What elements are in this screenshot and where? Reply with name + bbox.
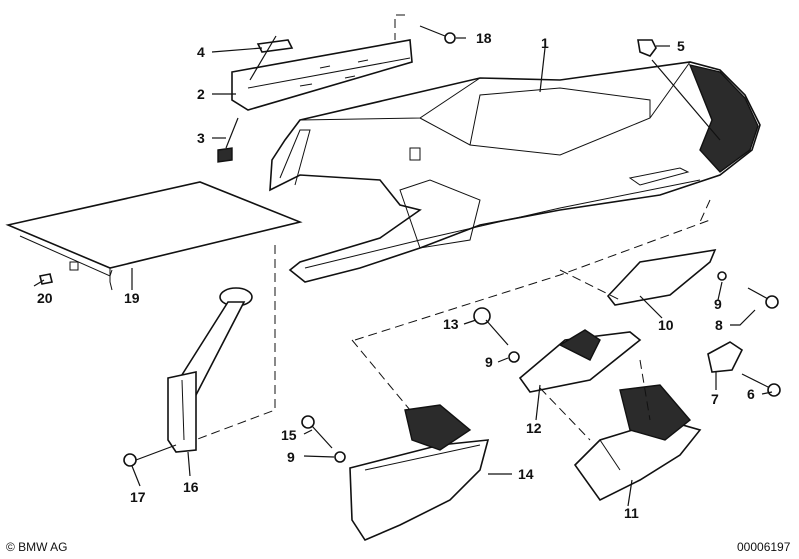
- callout-18: 18: [476, 30, 492, 46]
- stay-arm: [167, 287, 253, 453]
- striker-10: [606, 248, 717, 306]
- callout-14: 14: [518, 466, 534, 482]
- glove-box-shell: [269, 61, 761, 283]
- screw-6: [741, 373, 781, 397]
- screw-18: [419, 25, 456, 44]
- hinge: [231, 39, 413, 111]
- lock-assembly: [573, 384, 702, 502]
- callout-10: 10: [658, 317, 674, 333]
- screw-15: [301, 415, 333, 449]
- clip-20: [39, 273, 53, 285]
- washer-9-low: [334, 451, 346, 463]
- callout-7: 7: [711, 391, 719, 407]
- callout-9-a: 9: [714, 296, 722, 312]
- document-number: 00006197: [737, 540, 791, 554]
- retainer-5: [637, 39, 657, 57]
- callout-12: 12: [526, 420, 542, 436]
- callout-2: 2: [197, 86, 205, 102]
- callout-4: 4: [197, 44, 205, 60]
- callout-13: 13: [443, 316, 459, 332]
- callout-20: 20: [37, 290, 53, 306]
- callout-16: 16: [183, 479, 199, 495]
- copyright-text: © BMW AG: [6, 540, 68, 554]
- screw-3: [217, 117, 239, 163]
- washer-9-top: [717, 271, 727, 281]
- callout-11: 11: [624, 505, 639, 521]
- plate: [256, 39, 294, 53]
- callout-5: 5: [677, 38, 685, 54]
- callout-8: 8: [715, 317, 723, 333]
- assembly-lines: [194, 14, 711, 441]
- callout-17: 17: [130, 489, 146, 505]
- callout-3: 3: [197, 130, 205, 146]
- callout-9-b: 9: [485, 354, 493, 370]
- callout-19: 19: [124, 290, 140, 306]
- leader-lines: [33, 35, 773, 507]
- handle-cover: [349, 404, 490, 542]
- callout-15: 15: [281, 427, 297, 443]
- latch-bracket: [518, 329, 642, 393]
- clip-7: [707, 341, 744, 373]
- callout-6: 6: [747, 386, 755, 402]
- callout-1: 1: [541, 35, 549, 51]
- washer-9-mid: [508, 351, 520, 363]
- rivet-17: [123, 444, 177, 467]
- callout-labels: 1 2 3 4 5 6 7 8 9 10 11 12 13 9 14 15 9 …: [37, 30, 755, 521]
- callout-9-c: 9: [287, 449, 295, 465]
- screw-13: [473, 307, 509, 346]
- screw-8: [747, 287, 779, 309]
- glove-box-lid: [5, 181, 303, 291]
